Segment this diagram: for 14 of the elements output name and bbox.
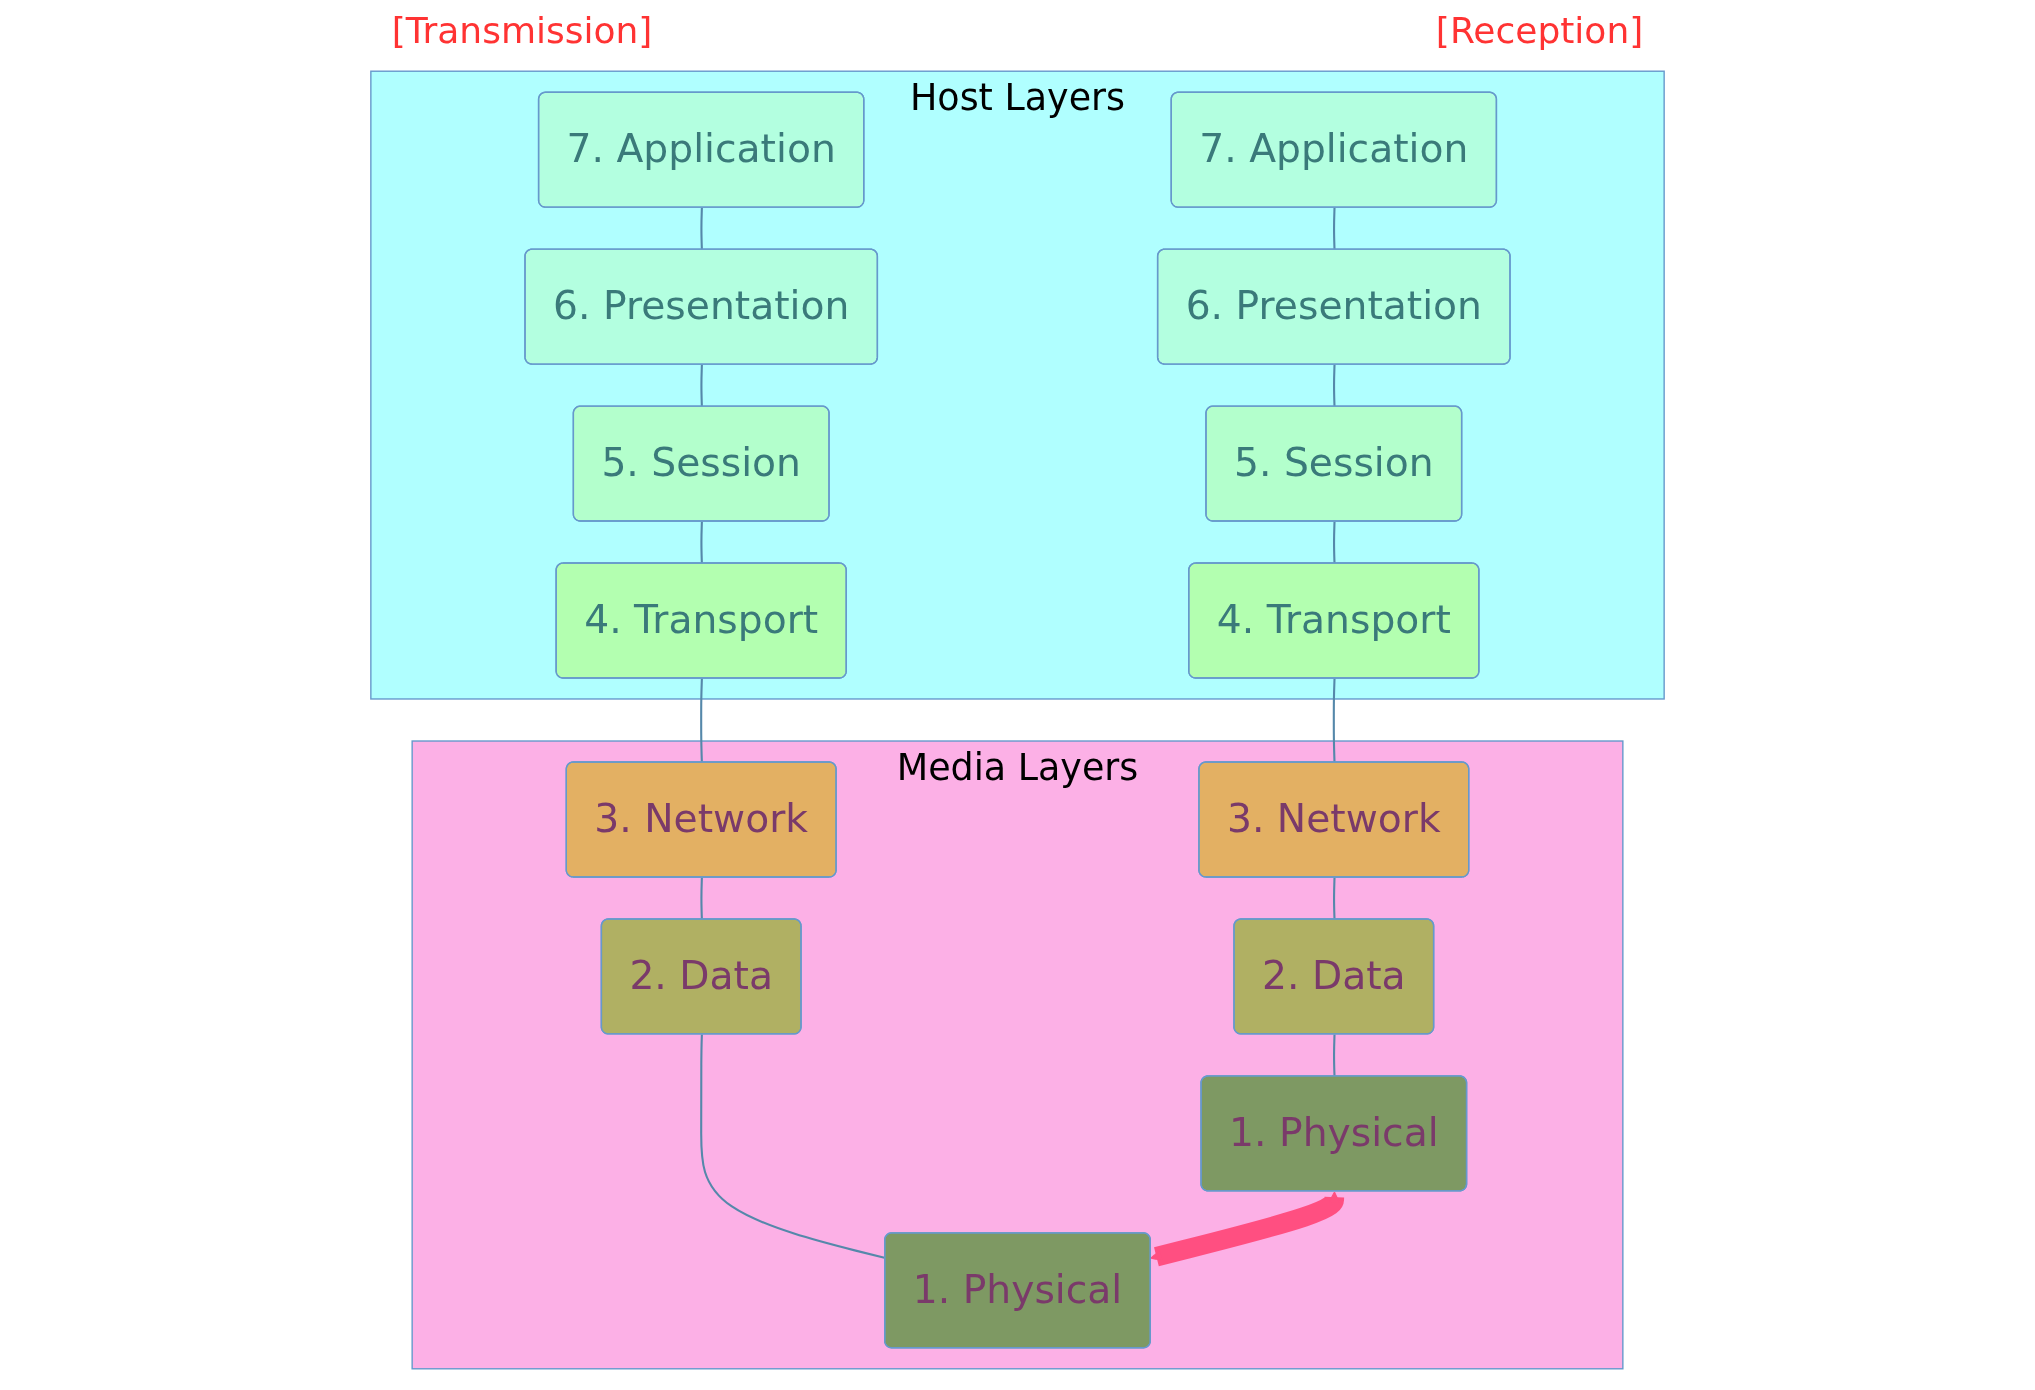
connector (700, 521, 703, 564)
column-heading: [Transmission] (391, 9, 653, 51)
connector (700, 364, 703, 407)
connector (1333, 207, 1336, 250)
connector (700, 877, 703, 920)
connector (1333, 1034, 1336, 1077)
connector (1332, 678, 1336, 763)
connector (700, 678, 703, 763)
connector (700, 207, 703, 250)
connector (1333, 364, 1336, 407)
connector (1333, 877, 1336, 920)
arrow (1150, 1189, 1345, 1267)
connector (1333, 521, 1336, 564)
column-heading: [Reception] (1435, 9, 1644, 51)
